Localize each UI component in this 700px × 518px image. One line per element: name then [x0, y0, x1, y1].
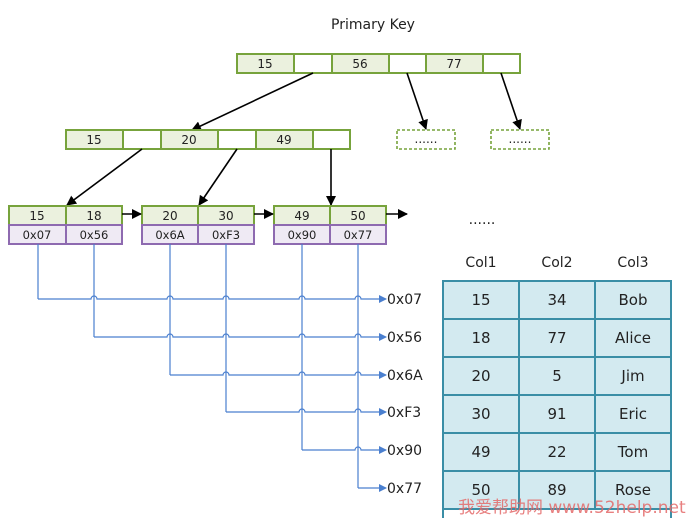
root-key: 15 — [257, 57, 272, 71]
root-pointer-cell — [388, 53, 427, 74]
table-cell-bg — [442, 470, 520, 510]
pointer-horizontal-line — [170, 371, 387, 379]
leaf-key: 15 — [29, 209, 44, 223]
leaf-address: 0x77 — [344, 228, 373, 242]
leaf-address: 0xF3 — [212, 228, 240, 242]
table-cell: 77 — [547, 329, 566, 347]
leaf-key: 20 — [162, 209, 177, 223]
table-header: Col3 — [617, 255, 648, 271]
pointer-horizontal-line — [302, 446, 387, 454]
table-cell: 5 — [552, 367, 562, 385]
table-row: 50 89 Rose — [442, 470, 672, 510]
table-cell: Jim — [620, 367, 644, 385]
table-cell-bg — [518, 280, 596, 320]
diagram-title: Primary Key — [331, 17, 415, 33]
table-cell-bg — [594, 432, 672, 472]
leaf-address: 0x90 — [288, 228, 317, 242]
leaf-node: 20 30 0x6A 0xF3 — [141, 205, 255, 245]
root-key: 56 — [352, 57, 367, 71]
internal-pointer-cell — [312, 129, 351, 150]
table-cell-bg — [594, 394, 672, 434]
placeholder-ellipsis: ...... — [415, 132, 438, 146]
internal-to-leaf-arrow — [198, 148, 238, 206]
table-continuation — [442, 509, 672, 518]
pointer-horizontal-line — [94, 333, 387, 341]
leaf-address: 0x07 — [23, 228, 52, 242]
pointer-label: 0xF3 — [387, 405, 421, 421]
table-row: 20 5 Jim — [442, 356, 672, 396]
leaf-key: 50 — [350, 209, 365, 223]
table-header: Col2 — [541, 255, 572, 271]
data-table: 15 34 Bob 18 77 Alice 20 5 Jim 30 91 Eric 49 22 Tom 50 8… — [442, 280, 672, 518]
placeholder-node: ...... — [396, 129, 456, 150]
internal-key: 49 — [276, 133, 291, 147]
table-cell-bg — [518, 470, 596, 510]
table-cell: Alice — [615, 329, 651, 347]
leaf-key: 30 — [218, 209, 233, 223]
table-cell: 91 — [547, 405, 566, 423]
leaf-key: 49 — [294, 209, 309, 223]
table-cell: 20 — [471, 367, 490, 385]
internal-key: 15 — [86, 133, 101, 147]
internal-node: 15 20 49 — [65, 129, 351, 150]
pointer-horizontal-line — [226, 408, 387, 416]
table-row: 18 77 Alice — [442, 318, 672, 358]
table-row: 30 91 Eric — [442, 394, 672, 434]
table-cell-bg — [594, 280, 672, 320]
table-cell: 22 — [547, 443, 566, 461]
watermark: 我爱帮助网 www.52help.net — [458, 498, 686, 518]
table-cell: 34 — [547, 291, 566, 309]
table-cell-bg — [594, 470, 672, 510]
leaf-address: 0x6A — [155, 228, 184, 242]
root-pointer-cell — [482, 53, 521, 74]
table-cell: 18 — [471, 329, 490, 347]
pointer-label: 0x77 — [387, 481, 422, 497]
table-row: 15 34 Bob — [442, 280, 672, 320]
pointer-lines — [37, 244, 387, 492]
table-cell: Bob — [619, 291, 648, 309]
placeholder-node: ...... — [490, 129, 550, 150]
internal-to-leaf-arrow — [66, 148, 143, 206]
internal-pointer-cell — [217, 129, 257, 150]
table-cell: 15 — [471, 291, 490, 309]
pointer-label: 0x07 — [387, 292, 422, 308]
pointer-horizontal-line — [38, 295, 387, 303]
leaf-address: 0x56 — [80, 228, 109, 242]
pointer-label: 0x6A — [387, 368, 423, 384]
table-cell: Tom — [617, 443, 648, 461]
root-node: 15 56 77 — [236, 53, 521, 74]
root-key: 77 — [446, 57, 461, 71]
internal-pointer-cell — [122, 129, 162, 150]
leaf-key: 18 — [86, 209, 101, 223]
root-to-placeholder-arrow — [500, 72, 522, 130]
more-leaves-ellipsis: ...... — [469, 212, 496, 228]
table-cell: 89 — [547, 481, 566, 499]
table-cell: Rose — [615, 481, 651, 499]
table-cell: 30 — [471, 405, 490, 423]
root-pointer-cell — [293, 53, 333, 74]
leaf-node: 15 18 0x07 0x56 — [8, 205, 123, 245]
pointer-label: 0x90 — [387, 443, 422, 459]
internal-key: 20 — [181, 133, 196, 147]
table-cell-bg — [442, 318, 520, 358]
table-header: Col1 — [465, 255, 496, 271]
pointer-label: 0x56 — [387, 330, 422, 346]
root-to-placeholder-arrow — [406, 72, 428, 130]
table-cell: 49 — [471, 443, 490, 461]
placeholder-ellipsis: ...... — [509, 132, 532, 146]
table-row: 49 22 Tom — [442, 432, 672, 472]
table-cell: Eric — [619, 405, 647, 423]
table-cell: 50 — [471, 481, 490, 499]
root-to-internal-arrow — [191, 72, 314, 131]
leaf-node: 49 50 0x90 0x77 — [273, 205, 387, 245]
